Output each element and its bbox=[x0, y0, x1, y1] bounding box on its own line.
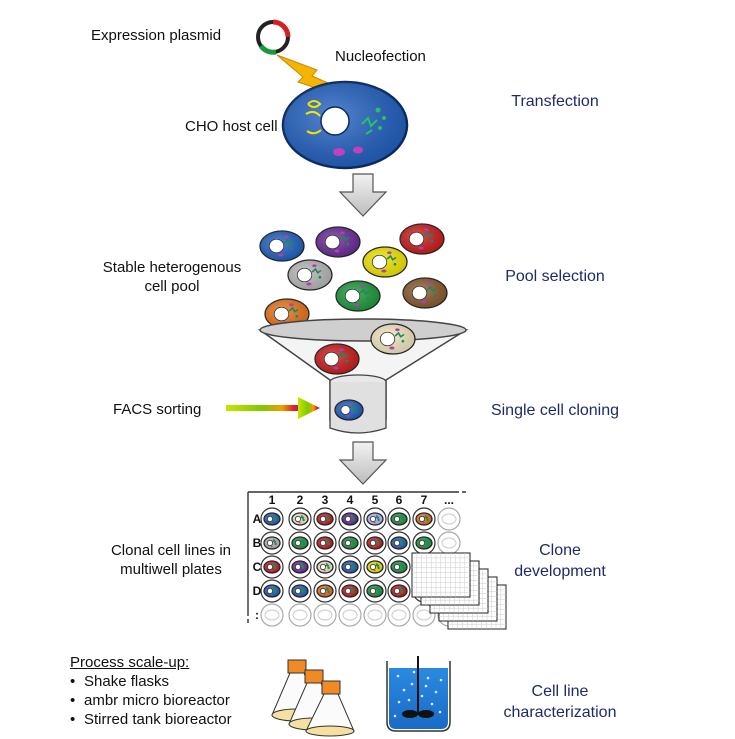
plate-well bbox=[260, 603, 284, 627]
well-cell bbox=[390, 560, 408, 574]
stable-pool-label: Stable heterogenous cell pool bbox=[92, 258, 252, 296]
well-cell bbox=[291, 560, 309, 574]
plate-row-ellipsis: : bbox=[255, 608, 259, 622]
down-arrow-2 bbox=[338, 441, 388, 485]
clonal-lines-label-line1: Clonal cell lines in bbox=[110, 542, 232, 559]
pool-cell-4 bbox=[399, 223, 445, 255]
step-single-cell-cloning: Single cell cloning bbox=[490, 402, 620, 419]
plate-column-label: 2 bbox=[297, 493, 304, 507]
cho-host-cell-label: CHO host cell bbox=[185, 118, 278, 135]
pool-cell-2 bbox=[315, 226, 361, 258]
well-cell bbox=[366, 584, 384, 598]
step-transfection: Transfection bbox=[511, 93, 599, 110]
step-characterization-line1: Cell line bbox=[531, 683, 589, 700]
pool-cell-7 bbox=[402, 277, 448, 309]
pool-cell-3 bbox=[362, 246, 408, 278]
well-cell bbox=[415, 512, 433, 526]
clonal-lines-label-line2: multiwell plates bbox=[120, 561, 222, 578]
pool-cell-5 bbox=[287, 259, 333, 291]
step-characterization-line2: characterization bbox=[503, 704, 617, 721]
step-clone-development: Clone development bbox=[500, 540, 620, 582]
plate-frame-dashed bbox=[247, 491, 468, 625]
plate-column-label: 6 bbox=[396, 493, 403, 507]
well-cell bbox=[291, 584, 309, 598]
cho-host-cell bbox=[281, 80, 409, 170]
well-cell bbox=[291, 536, 309, 550]
plate-row-label: C bbox=[253, 560, 262, 574]
facs-sorting-label: FACS sorting bbox=[113, 401, 202, 418]
process-scaleup-title: Process scale-up: bbox=[70, 654, 190, 671]
scaleup-item-ambr: ambr micro bioreactor bbox=[70, 691, 232, 710]
well-cell bbox=[390, 512, 408, 526]
pool-cell-1 bbox=[259, 230, 305, 262]
sorted-cell bbox=[334, 399, 364, 421]
well-cell bbox=[366, 512, 384, 526]
shake-flasks-icon bbox=[271, 659, 355, 737]
step-clone-development-line2: development bbox=[514, 563, 606, 580]
scaleup-item-stirred-tank: Stirred tank bioreactor bbox=[70, 710, 232, 729]
plate-well bbox=[338, 603, 362, 627]
well-cell bbox=[390, 584, 408, 598]
plate-column-label: 5 bbox=[372, 493, 379, 507]
well-cell bbox=[341, 584, 359, 598]
step-pool-selection: Pool selection bbox=[505, 268, 605, 285]
process-scaleup-list: Shake flasks ambr micro bioreactor Stirr… bbox=[70, 672, 232, 729]
plate-column-label: 4 bbox=[347, 493, 354, 507]
stacked-plate bbox=[411, 552, 471, 598]
plate-well bbox=[288, 603, 312, 627]
clonal-lines-label: Clonal cell lines in multiwell plates bbox=[96, 541, 246, 579]
well-cell bbox=[316, 512, 334, 526]
funnel bbox=[257, 318, 469, 434]
plate-well bbox=[437, 531, 461, 555]
well-cell bbox=[263, 560, 281, 574]
plate-well bbox=[363, 603, 387, 627]
well-cell bbox=[316, 536, 334, 550]
funnel-cells bbox=[314, 323, 416, 421]
well-cell bbox=[415, 536, 433, 550]
well-cell bbox=[291, 512, 309, 526]
well-cell bbox=[263, 536, 281, 550]
plasmid-icon bbox=[256, 19, 291, 55]
well-cell bbox=[366, 536, 384, 550]
stable-pool-label-line1: Stable heterogenous bbox=[102, 259, 242, 276]
plate-row-label: B bbox=[253, 536, 262, 550]
well-cell bbox=[263, 584, 281, 598]
plate-stack bbox=[411, 552, 507, 630]
process-scaleup: Process scale-up: Shake flasks ambr micr… bbox=[70, 653, 232, 729]
down-arrow-1 bbox=[338, 173, 388, 217]
plate-well bbox=[387, 603, 411, 627]
well-cell bbox=[341, 512, 359, 526]
plate-row-label: A bbox=[253, 512, 262, 526]
stirred-tank-bioreactor-icon bbox=[386, 656, 451, 732]
plate-column-label: 3 bbox=[322, 493, 329, 507]
plate-well bbox=[437, 507, 461, 531]
plate-well bbox=[313, 603, 337, 627]
well-cell bbox=[316, 584, 334, 598]
pool-cell-10 bbox=[314, 343, 360, 375]
well-cell bbox=[316, 560, 334, 574]
pool-cell-6 bbox=[335, 280, 381, 312]
step-characterization: Cell line characterization bbox=[490, 681, 630, 723]
nucleofection-label: Nucleofection bbox=[335, 48, 426, 65]
well-cell bbox=[341, 536, 359, 550]
plate-column-ellipsis: ... bbox=[444, 493, 454, 507]
well-cell bbox=[341, 560, 359, 574]
well-cell bbox=[390, 536, 408, 550]
stable-pool-label-line2: cell pool bbox=[144, 278, 200, 295]
plate-column-label: 7 bbox=[421, 493, 428, 507]
scaleup-item-shake-flasks: Shake flasks bbox=[70, 672, 232, 691]
plate-row-label: D bbox=[253, 584, 262, 598]
facs-arrow bbox=[226, 397, 320, 419]
plate-column-label: 1 bbox=[269, 493, 276, 507]
plate-frame bbox=[247, 491, 455, 612]
well-cell bbox=[366, 560, 384, 574]
well-cell bbox=[263, 512, 281, 526]
pool-cell-9 bbox=[370, 323, 416, 355]
expression-plasmid-label: Expression plasmid bbox=[91, 27, 222, 44]
step-clone-development-line1: Clone bbox=[539, 542, 581, 559]
cell-pool bbox=[259, 223, 448, 330]
